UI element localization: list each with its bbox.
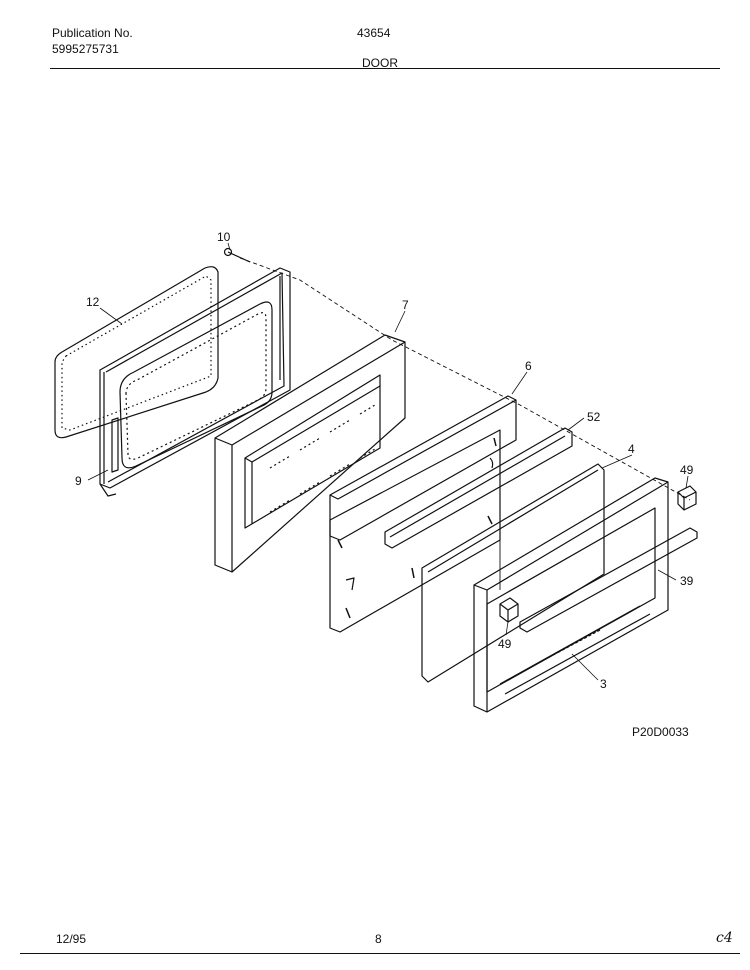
callout-49-lower: 49 [498,637,512,651]
leader-4 [601,454,633,469]
publication-number: 5995275731 [52,42,119,56]
part-7-insulation [214,334,406,573]
callout-6: 6 [525,359,532,373]
callout-9: 9 [75,474,82,488]
callout-12: 12 [86,295,100,309]
callout-3: 3 [600,677,607,691]
leader-12 [99,307,123,325]
part-10-screw [223,247,251,263]
model-number: 43654 [357,26,391,40]
handwritten-mark: c4 [716,930,733,946]
callout-39: 39 [680,574,694,588]
part-12-gasket [54,266,219,439]
callout-49-upper: 49 [680,463,694,477]
publication-label: Publication No. [52,26,133,40]
part-6-channel-panel [329,395,517,633]
leader-10 [227,242,231,251]
part-39-outer-frame [473,477,669,713]
section-title: DOOR [362,56,398,70]
callout-10: 10 [217,230,231,244]
page-number: 8 [375,932,382,946]
footer-date: 12/95 [56,932,87,946]
leader-49-lower [505,621,509,636]
part-49-bracket-lower [499,597,519,623]
header-rule [50,68,720,69]
footer-rule [20,953,740,954]
leader-7 [394,310,406,333]
handle-bar [519,527,698,633]
part-49-bracket-upper [677,485,697,511]
leader-9 [87,469,109,481]
leader-3 [571,653,599,681]
callout-52: 52 [587,410,601,424]
leader-6 [511,371,528,395]
callout-7: 7 [402,298,409,312]
figure-code: P20D0033 [632,725,689,739]
alignment-line [239,257,691,501]
part-4-glass [421,463,605,683]
leader-52 [567,417,585,431]
leader-49-upper [685,475,689,489]
leader-39 [657,569,677,581]
callout-4: 4 [628,442,635,456]
part-9-inner-liner [99,267,291,497]
part-52-trim [384,427,573,549]
